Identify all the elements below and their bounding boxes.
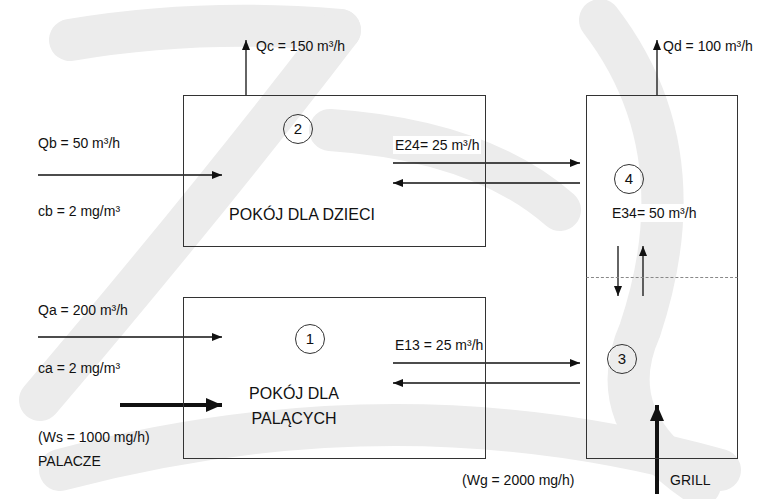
room-number: 1	[295, 324, 325, 354]
room-box: 1POKÓJ DLA PALĄCYCH	[183, 297, 486, 459]
room-number: 3	[607, 344, 637, 374]
exchange-arrow	[393, 182, 580, 183]
source-arrow	[655, 405, 659, 494]
flow-label: ca = 2 mg/m³	[38, 359, 120, 377]
flow-label: cb = 2 mg/m³	[38, 202, 120, 220]
flow-label: (Ws = 1000 mg/h)	[38, 428, 150, 446]
watermark-stroke	[60, 425, 720, 470]
outflow-arrow	[245, 40, 246, 95]
room-region: 4	[586, 95, 738, 277]
exchange-arrow	[393, 382, 580, 383]
watermark-stroke	[330, 130, 560, 210]
watermark-stroke	[70, 26, 340, 40]
room-region: 3	[586, 277, 738, 459]
exchange-arrow	[393, 362, 580, 363]
room-number: 4	[614, 164, 644, 194]
exchange-label: E13 = 25 m³/h	[393, 336, 485, 354]
inflow-arrow	[38, 336, 222, 337]
exchange-arrow	[642, 246, 643, 296]
flow-label: Qa = 200 m³/h	[38, 301, 128, 319]
flow-label: Qb = 50 m³/h	[38, 134, 120, 152]
room-number: 2	[283, 114, 313, 144]
source-arrow	[120, 403, 222, 407]
inflow-arrow	[38, 174, 222, 175]
room-name: POKÓJ DLA DZIECI	[229, 202, 375, 227]
exchange-label: E34= 50 m³/h	[610, 204, 698, 222]
flow-label: Qc = 150 m³/h	[256, 37, 345, 55]
room-box: 2POKÓJ DLA DZIECI	[183, 95, 486, 247]
exchange-label: E24= 25 m³/h	[393, 136, 481, 154]
exchange-arrow	[617, 246, 618, 296]
flow-label: Qd = 100 m³/h	[663, 37, 753, 55]
watermark-stroke	[600, 20, 700, 485]
flow-label: (Wg = 2000 mg/h)	[462, 471, 574, 489]
flow-label: PALACZE	[38, 452, 101, 470]
room-name: POKÓJ DLA PALĄCYCH	[238, 381, 350, 431]
exchange-arrow	[393, 162, 580, 163]
outflow-arrow	[656, 40, 657, 95]
flow-label: GRILL	[670, 471, 710, 489]
